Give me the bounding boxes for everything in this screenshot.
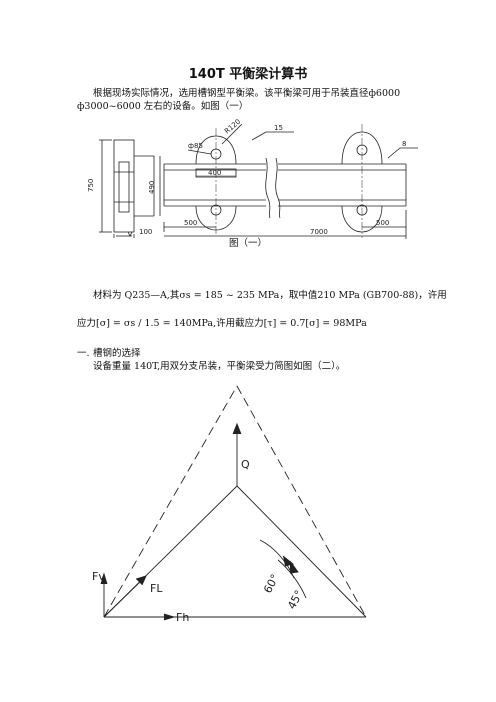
section-1-number: 一. [77, 348, 90, 359]
dim-7000: 7000 [310, 228, 328, 236]
label-fl: FL [150, 582, 163, 595]
label-fv: Fv [92, 570, 105, 583]
weld-size-15: 15 [274, 124, 283, 132]
angle-45-arc [277, 559, 307, 599]
material-line-2: 应力[σ] = σs / 1.5 = 140MPa,许用截应力[τ] = 0.7… [77, 318, 367, 329]
section-1-body: 设备重量 140T,用双分支吊装，平衡梁受力简图如图（二）。 [93, 361, 346, 372]
end-plate-outline [113, 139, 135, 233]
document-title: 140T 平衡梁计算书 [188, 67, 308, 82]
label-fh: Fh [176, 611, 189, 624]
intro-line-1: 根据现场实际情况，选用槽钢型平衡梁。该平衡梁可用于吊装直径ф6000 [93, 88, 401, 99]
inner-right-sling [236, 485, 367, 618]
material-line-1: 材料为 Q235—A,其σs = 185 ~ 235 MPa，取中值210 MP… [93, 290, 447, 301]
section-1-title: 槽钢的选择 [93, 348, 141, 359]
dim-490: 490 [148, 181, 156, 194]
angle-60-label: 60° [261, 572, 282, 595]
outer-right-dashed [236, 385, 367, 618]
figure-1-caption: 图（一） [228, 238, 267, 249]
weld-size-8: 8 [402, 140, 406, 148]
dim-400: 400 [208, 169, 221, 177]
label-q: Q [241, 458, 250, 471]
beam-drawing: 750 490 100 ф85 R120 400 500 7000 500 15… [87, 118, 418, 239]
dim-100: 100 [139, 228, 152, 236]
fl-force-line [103, 577, 145, 618]
dim-hole-diameter: ф85 [188, 142, 203, 150]
end-plate-inner [118, 161, 130, 213]
force-diagram: Q Fv FL Fh 60° 45° [92, 385, 367, 624]
outer-left-dashed [103, 385, 238, 618]
intro-line-2: ф3000~6000 左右的设备。如图（一） [77, 101, 249, 112]
dim-750: 750 [87, 179, 95, 192]
dim-500-right: 500 [376, 219, 389, 227]
angle-60-arc [259, 539, 295, 579]
dim-500-left: 500 [184, 219, 197, 227]
